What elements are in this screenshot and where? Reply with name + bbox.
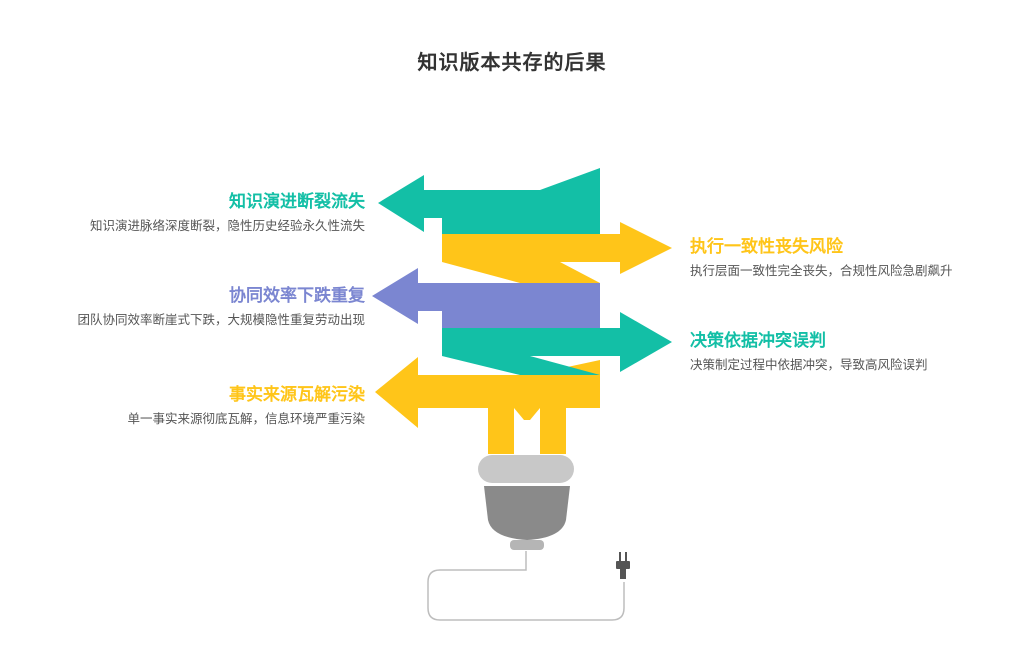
item-1-desc: 知识演进脉络深度断裂，隐性历史经验永久性流失 [89,218,365,233]
item-2-title: 执行一致性丧失风险 [690,237,843,257]
item-5-title: 事实来源瓦解污染 [229,385,365,405]
item-1-label: 知识演进断裂流失 知识演进脉络深度断裂，隐性历史经验永久性流失 [35,191,365,235]
lightbulb-base-icon [478,455,574,550]
arrow-4 [442,312,672,375]
arrow-1 [378,168,600,234]
item-4-label: 决策依据冲突误判 决策制定过程中依据冲突，导致高风险误判 [690,330,1020,374]
item-3-title: 协同效率下跌重复 [229,286,365,306]
item-5-label: 事实来源瓦解污染 单一事实来源彻底瓦解，信息环境严重污染 [35,384,365,428]
item-4-desc: 决策制定过程中依据冲突，导致高风险误判 [690,357,928,372]
item-3-label: 协同效率下跌重复 团队协同效率断崖式下跌，大规模隐性重复劳动出现 [35,285,365,329]
arrow-3 [372,268,600,328]
item-5-desc: 单一事实来源彻底瓦解，信息环境严重污染 [127,411,365,426]
power-cord [427,551,625,621]
item-4-title: 决策依据冲突误判 [690,331,826,351]
item-2-desc: 执行层面一致性完全丧失，合规性风险急剧飙升 [690,263,953,278]
plug-icon [616,552,630,579]
page-title: 知识版本共存的后果 [417,50,607,74]
item-3-desc: 团队协同效率断崖式下跌，大规模隐性重复劳动出现 [77,312,365,327]
item-2-label: 执行一致性丧失风险 执行层面一致性完全丧失，合规性风险急剧飙升 [690,236,1020,280]
arrow-2 [442,222,672,283]
item-1-title: 知识演进断裂流失 [229,192,365,212]
